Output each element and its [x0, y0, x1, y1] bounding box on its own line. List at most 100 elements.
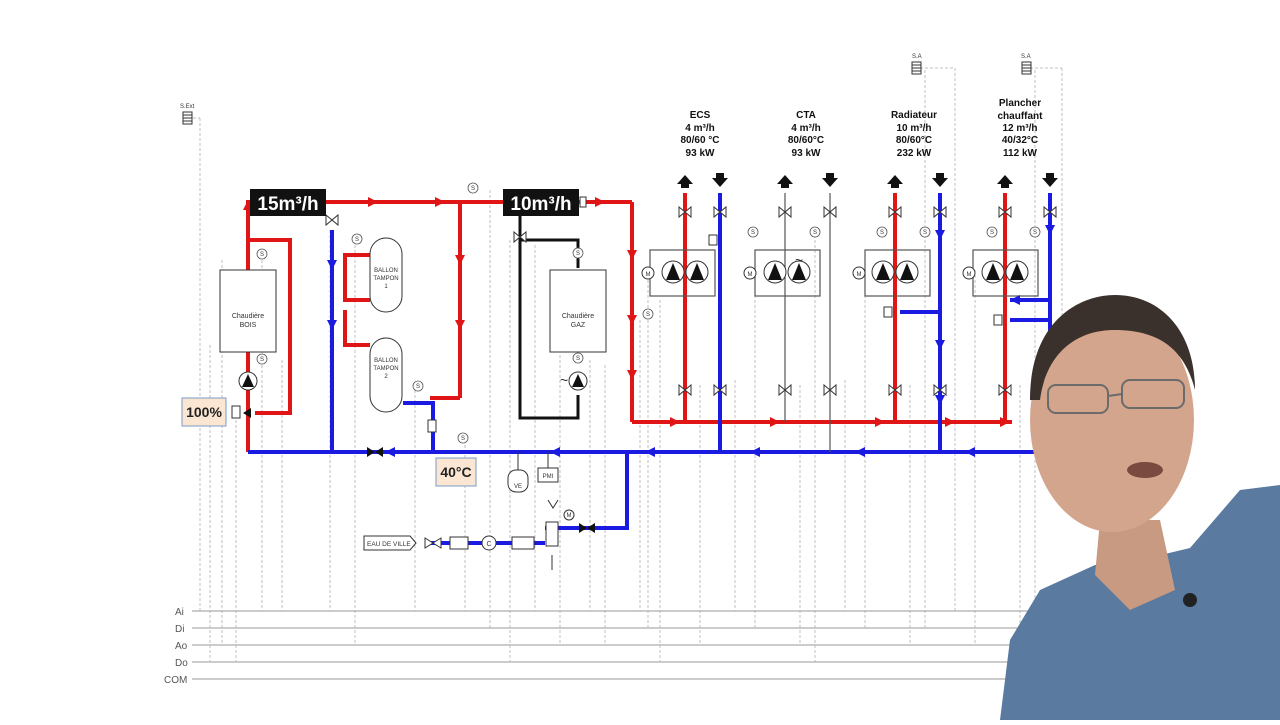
svg-text:S: S	[751, 230, 755, 236]
svg-text:Plancher: Plancher	[999, 98, 1041, 109]
svg-text:BALLON: BALLON	[374, 268, 398, 274]
pump-gas	[568, 371, 588, 391]
bus-label-do: Do	[175, 658, 188, 669]
circuit-ecs-header: ECS 4 m³/h 80/60 °C 93 kW	[680, 110, 719, 159]
svg-text:80/60°C: 80/60°C	[788, 135, 824, 146]
expansion-vessel: VE	[507, 452, 529, 493]
svg-text:Radiateur: Radiateur	[891, 110, 937, 121]
circuit-port-arrows	[677, 173, 1058, 188]
svg-text:EAU DE VILLE: EAU DE VILLE	[367, 541, 411, 548]
svg-text:2: 2	[384, 374, 388, 380]
svg-text:S: S	[461, 436, 465, 442]
svg-text:BOIS: BOIS	[240, 322, 257, 329]
circuit-floor-header: Plancher chauffant 12 m³/h 40/32°C 112 k…	[998, 98, 1044, 159]
svg-text:40/32°C: 40/32°C	[1002, 135, 1038, 146]
valve-percent-badge: 100%	[181, 397, 227, 427]
svg-text:93 kW: 93 kW	[686, 148, 715, 159]
flow-label-10: 10m³/h	[503, 189, 587, 216]
svg-text:S: S	[990, 230, 994, 236]
svg-text:S: S	[260, 252, 264, 258]
svg-text:S.A: S.A	[1021, 54, 1031, 60]
secondary-pipes	[649, 193, 1039, 452]
svg-text:M: M	[967, 272, 972, 278]
svg-text:S: S	[880, 230, 884, 236]
svg-text:15m³/h: 15m³/h	[257, 194, 318, 215]
svg-text:4 m³/h: 4 m³/h	[685, 123, 714, 134]
svg-text:S: S	[1033, 230, 1037, 236]
svg-text:PMI: PMI	[543, 474, 554, 480]
svg-text:GAZ: GAZ	[571, 322, 586, 329]
svg-text:~: ~	[560, 372, 568, 388]
svg-text:4 m³/h: 4 m³/h	[791, 123, 820, 134]
bus-label-di: Di	[175, 624, 184, 635]
cold-pipes	[248, 193, 1052, 545]
pump-pair-floor: M	[962, 260, 1029, 284]
cold-flow-arrows	[327, 225, 1055, 457]
svg-text:S: S	[923, 230, 927, 236]
svg-text:M: M	[857, 272, 862, 278]
svg-text:S: S	[416, 384, 420, 390]
svg-text:80/60 °C: 80/60 °C	[680, 135, 719, 146]
buffer-tank-2: BALLON TAMPON 2	[369, 337, 403, 413]
circuit-radiator-header: Radiateur 10 m³/h 80/60°C 232 kW	[891, 110, 937, 159]
pump-pair-ecs: M	[641, 260, 709, 284]
mixing-valves	[231, 234, 1003, 433]
pump-pair-radiator: M	[852, 260, 919, 284]
temperature-sensors: S S S S S S S S S S S S S S S	[256, 182, 1041, 444]
svg-text:112 kW: 112 kW	[1003, 148, 1037, 159]
svg-text:S: S	[646, 312, 650, 318]
svg-text:VE: VE	[514, 484, 522, 490]
svg-text:S: S	[576, 356, 580, 362]
svg-text:S: S	[576, 251, 580, 257]
black-valves	[243, 408, 595, 533]
svg-text:40°C: 40°C	[440, 464, 471, 480]
circuit-cta-header: CTA 4 m³/h 80/60°C 93 kW	[788, 110, 824, 159]
flow-label-15: 15m³/h	[250, 189, 326, 216]
svg-text:C: C	[486, 541, 491, 548]
presenter-video-overlay	[1000, 295, 1280, 720]
boiler-wood: Chaudière BOIS	[219, 269, 277, 353]
bus-label-ao: Ao	[175, 641, 188, 652]
outdoor-sensor-ext: S.Ext	[180, 104, 195, 125]
pump-pair-cta: M ~	[743, 252, 811, 284]
svg-text:232 kW: 232 kW	[897, 148, 932, 159]
svg-text:S: S	[260, 357, 264, 363]
svg-text:M: M	[646, 272, 651, 278]
svg-text:1: 1	[384, 284, 388, 290]
svg-text:Chaudière: Chaudière	[232, 313, 264, 320]
pmi-box: PMI	[537, 452, 559, 483]
svg-text:M: M	[567, 513, 572, 519]
svg-text:Chaudière: Chaudière	[562, 313, 594, 320]
city-water-inlet: EAU DE VILLE C M	[363, 499, 575, 570]
svg-text:TAMPON: TAMPON	[373, 276, 398, 282]
pump-wood	[238, 371, 258, 391]
svg-text:BALLON: BALLON	[374, 358, 398, 364]
bus-labels: Ai Di Ao Do COM	[164, 607, 188, 686]
svg-text:12 m³/h: 12 m³/h	[1002, 123, 1037, 134]
bus-label-com: COM	[164, 675, 187, 686]
buffer-tank-1: BALLON TAMPON 1	[369, 237, 403, 313]
temperature-badge: 40°C	[435, 457, 477, 487]
svg-text:10 m³/h: 10 m³/h	[896, 123, 931, 134]
svg-text:S.Ext: S.Ext	[180, 104, 195, 110]
svg-text:ECS: ECS	[690, 110, 711, 121]
svg-text:S: S	[471, 186, 475, 192]
boiler-gas: Chaudière GAZ ~	[549, 269, 607, 388]
svg-text:S: S	[813, 230, 817, 236]
svg-text:chauffant: chauffant	[998, 111, 1044, 122]
svg-text:S.A: S.A	[912, 54, 922, 60]
svg-text:80/60°C: 80/60°C	[896, 135, 932, 146]
svg-text:~: ~	[795, 252, 803, 268]
bus-label-ai: Ai	[175, 607, 184, 618]
svg-text:93 kW: 93 kW	[792, 148, 821, 159]
svg-text:100%: 100%	[186, 404, 222, 420]
valves	[325, 205, 1057, 397]
svg-text:TAMPON: TAMPON	[373, 366, 398, 372]
control-bus	[192, 610, 1030, 680]
hot-pipes	[246, 193, 1012, 452]
outdoor-sensor-floor: S.A	[1021, 54, 1032, 75]
outdoor-sensor-radiator: S.A	[911, 54, 922, 75]
svg-text:10m³/h: 10m³/h	[510, 194, 571, 215]
